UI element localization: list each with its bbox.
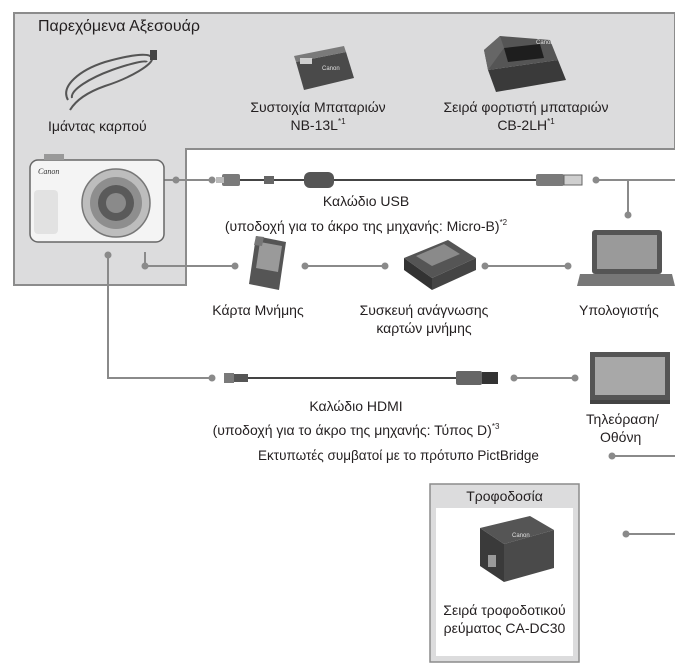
svg-text:Canon: Canon	[536, 40, 554, 46]
card-reader-label: Συσκευή ανάγνωσης καρτών μνήμης	[344, 301, 504, 337]
svg-text:Canon: Canon	[512, 533, 530, 539]
supplied-accessories-title: Παρεχόμενα Αξεσουάρ	[38, 18, 200, 35]
hdmi-connector-text: (υποδοχή για το άκρο της μηχανής: Τύπος …	[212, 422, 492, 438]
hdmi-cable-label-line1: Καλώδιο HDMI	[309, 398, 403, 414]
battery-label: Συστοιχία Μπαταριών NB-13L*1	[210, 98, 426, 134]
battery-icon: Canon	[294, 46, 354, 90]
tv-label-line2: Οθόνη	[600, 429, 642, 445]
charger-label: Σειρά φορτιστή μπαταριών CB-2LH*1	[418, 98, 634, 134]
charger-model: CB-2LH	[497, 117, 548, 133]
svg-text:Canon: Canon	[38, 167, 59, 176]
battery-footnote: *1	[337, 117, 346, 126]
wrist-strap-icon	[65, 50, 157, 111]
memory-card-icon	[249, 236, 286, 290]
power-supply-title: Τροφοδοσία	[466, 488, 543, 504]
hdmi-footnote: *3	[491, 422, 500, 431]
charger-icon: Canon	[484, 36, 566, 92]
camera-icon: Canon	[29, 154, 165, 243]
svg-text:Canon: Canon	[322, 66, 340, 72]
battery-label-line1: Συστοιχία Μπαταριών	[250, 99, 386, 115]
charger-label-line2: CB-2LH*1	[418, 116, 634, 134]
wrist-strap-label: Ιμάντας καρπού	[48, 118, 147, 134]
hdmi-cable-icon	[224, 371, 498, 385]
battery-model: NB-13L	[290, 117, 338, 133]
power-adapter-label-line2: ρεύματος CA-DC30	[443, 620, 566, 636]
usb-cable-label: Καλώδιο USB (υποδοχή για το άκρο της μηχ…	[206, 192, 526, 235]
power-adapter-label: Σειρά τροφοδοτικού ρεύματος CA-DC30	[436, 601, 573, 637]
power-adapter-icon: Canon	[480, 516, 554, 582]
connection-dots	[104, 176, 632, 538]
power-adapter-label-line1: Σειρά τροφοδοτικού	[443, 602, 566, 618]
card-reader-icon	[404, 240, 476, 290]
usb-cable-label-line2: (υποδοχή για το άκρο της μηχανής: Micro-…	[206, 217, 526, 235]
tv-label-line1: Τηλεόραση/	[586, 411, 659, 427]
battery-label-line2: NB-13L*1	[210, 116, 426, 134]
memory-card-label: Κάρτα Μνήμης	[212, 302, 304, 318]
charger-footnote: *1	[547, 117, 555, 126]
usb-cable-icon	[216, 172, 583, 188]
printer-label: Εκτυπωτές συμβατοί με το πρότυπο PictBri…	[258, 448, 539, 463]
computer-label: Υπολογιστής	[579, 302, 659, 318]
charger-label-line1: Σειρά φορτιστή μπαταριών	[443, 99, 609, 115]
card-reader-label-line1: Συσκευή ανάγνωσης	[359, 302, 489, 318]
card-reader-label-line2: καρτών μνήμης	[376, 320, 472, 336]
tv-label: Τηλεόραση/ Οθόνη	[586, 410, 659, 446]
usb-connector-text: (υποδοχή για το άκρο της μηχανής: Micro-…	[224, 218, 500, 234]
tv-icon	[590, 352, 670, 404]
computer-icon	[577, 230, 675, 286]
usb-cable-label-line1: Καλώδιο USB	[322, 193, 410, 209]
usb-footnote: *2	[499, 218, 508, 227]
hdmi-cable-label: Καλώδιο HDMI (υποδοχή για το άκρο της μη…	[196, 397, 516, 439]
hdmi-cable-label-line2: (υποδοχή για το άκρο της μηχανής: Τύπος …	[196, 421, 516, 439]
